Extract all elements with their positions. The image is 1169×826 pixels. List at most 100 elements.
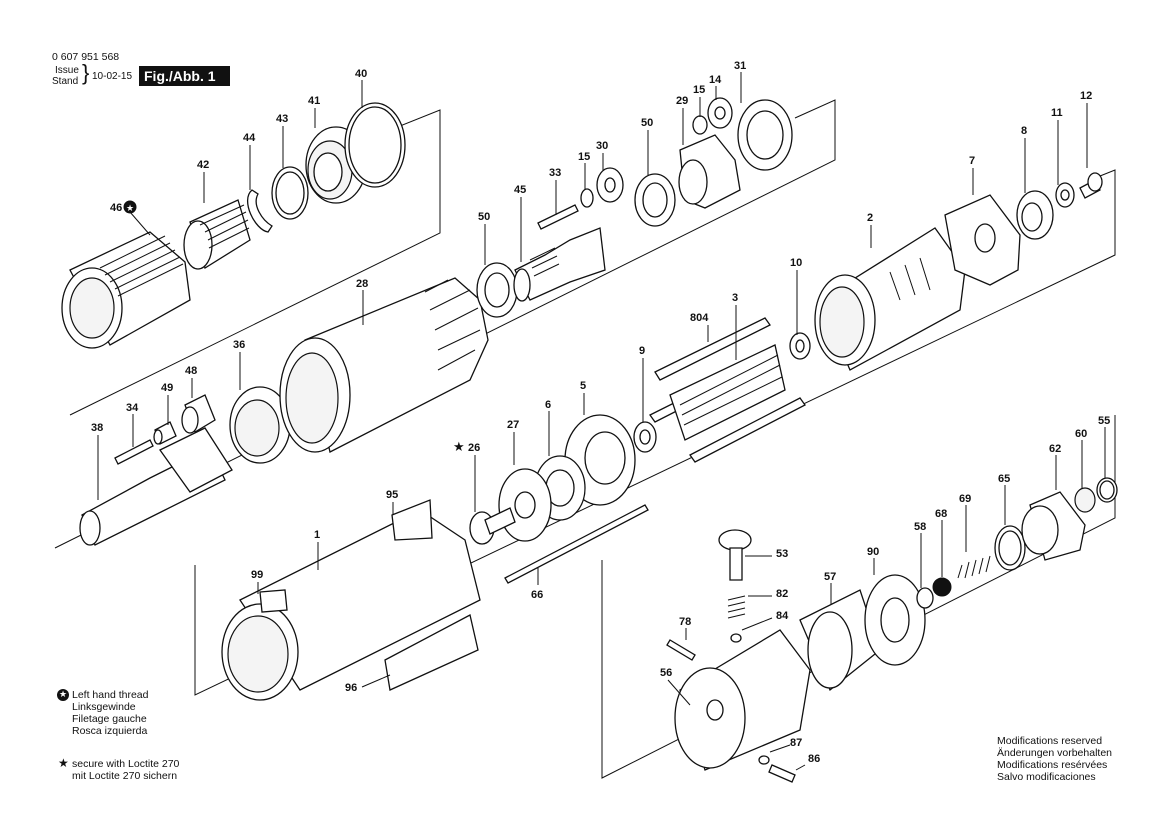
part-27-washer xyxy=(498,468,552,542)
part-7-endplate xyxy=(944,194,1021,286)
brace-glyph: } xyxy=(82,60,90,85)
callout-34: 34 xyxy=(126,402,139,414)
callout-31: 31 xyxy=(734,60,746,72)
part-57-valve-sleeve xyxy=(799,589,881,692)
callout-49: 49 xyxy=(161,382,173,394)
part-65-oring xyxy=(994,525,1026,571)
part-9-washer xyxy=(633,421,657,453)
part-30-gear xyxy=(596,167,624,203)
callout-2: 2 xyxy=(867,212,873,224)
callout-78: 78 xyxy=(679,616,691,628)
callout-29: 29 xyxy=(676,95,688,107)
part-50-washer-b xyxy=(634,173,676,227)
part-2-cylinder xyxy=(814,227,966,371)
part-43-oring xyxy=(271,166,309,220)
loctite-star-marker: ★ xyxy=(453,440,465,455)
legend-lh-fr: Filetage gauche xyxy=(72,713,147,725)
callout-68: 68 xyxy=(935,508,947,520)
svg-text:★: ★ xyxy=(126,204,134,214)
callout-50b: 50 xyxy=(641,117,653,129)
callout-46: 46 xyxy=(110,202,122,214)
part-12-screw xyxy=(1079,172,1103,199)
part-41-ball-bearing xyxy=(305,126,367,204)
part-26-gear xyxy=(469,507,516,545)
loctite-legend: secure with Loctite 270 mit Loctite 270 … xyxy=(72,758,179,782)
part-10-washer xyxy=(789,332,811,360)
modifications-notice: Modifications reserved Änderungen vorbeh… xyxy=(997,735,1112,783)
callout-95: 95 xyxy=(386,489,398,501)
callout-9: 9 xyxy=(639,345,645,357)
part-62-plug xyxy=(1021,491,1086,561)
leader-lines xyxy=(97,72,1106,771)
legend-loctite-de: mit Loctite 270 sichern xyxy=(72,770,178,782)
issue-date: 10-02-15 xyxy=(92,71,133,82)
callout-41: 41 xyxy=(308,95,320,107)
part-82-spring xyxy=(727,595,746,619)
part-1-housing xyxy=(221,509,481,701)
callout-62: 62 xyxy=(1049,443,1061,455)
callout-12: 12 xyxy=(1080,90,1092,102)
callout-96: 96 xyxy=(345,682,357,694)
callout-84: 84 xyxy=(776,610,789,622)
part-45-planet-carrier xyxy=(513,227,606,302)
part-46-threaded-nut xyxy=(61,231,191,349)
part-48-gear xyxy=(181,394,216,434)
callout-15a: 15 xyxy=(578,151,590,163)
part-8-bearing xyxy=(1016,190,1054,240)
callout-90: 90 xyxy=(867,546,879,558)
figure-label: Fig./Abb. 1 xyxy=(139,66,230,86)
left-hand-thread-marker: ★ xyxy=(123,200,137,214)
svg-text:★: ★ xyxy=(453,440,465,455)
callout-50a: 50 xyxy=(478,211,490,223)
callout-56: 56 xyxy=(660,667,672,679)
legend-lh-en: Left hand thread xyxy=(72,689,149,701)
callout-804: 804 xyxy=(690,312,709,324)
callout-27: 27 xyxy=(507,419,519,431)
callout-58: 58 xyxy=(914,521,926,533)
callout-33: 33 xyxy=(549,167,561,179)
callout-42: 42 xyxy=(197,159,209,171)
part-99-label xyxy=(259,589,288,613)
callout-45: 45 xyxy=(514,184,526,196)
callout-30: 30 xyxy=(596,140,608,152)
part-42-needle-bearing xyxy=(183,199,251,270)
callout-labels: 40 41 43 44 42 46 28 36 48 49 34 38 50 4… xyxy=(91,60,1110,765)
legend-lh-es: Rosca izquierda xyxy=(72,725,148,737)
callout-69: 69 xyxy=(959,493,971,505)
part-96-label xyxy=(384,614,479,691)
part-55-oring xyxy=(1096,477,1118,503)
callout-60: 60 xyxy=(1075,428,1087,440)
part-28-housing xyxy=(279,277,489,453)
callout-7: 7 xyxy=(969,155,975,167)
left-hand-thread-legend: Left hand thread Linksgewinde Filetage g… xyxy=(72,689,148,737)
legend-lh-de: Linksgewinde xyxy=(72,701,136,713)
callout-57: 57 xyxy=(824,571,836,583)
part-60-screen xyxy=(1074,487,1096,513)
part-31-ring xyxy=(737,99,793,171)
mods-de: Änderungen vorbehalten xyxy=(997,747,1113,759)
callout-6: 6 xyxy=(545,399,551,411)
part-69-spring xyxy=(957,555,991,579)
callout-44: 44 xyxy=(243,132,256,144)
part-56-backhead xyxy=(674,629,811,771)
part-40-oring xyxy=(344,102,406,188)
callout-53: 53 xyxy=(776,548,788,560)
part-90-plate xyxy=(864,574,926,666)
part-66-rod xyxy=(504,504,649,584)
part-95-label xyxy=(391,499,433,541)
stand-label: Stand xyxy=(52,76,79,87)
callout-38: 38 xyxy=(91,422,103,434)
loctite-star-icon: ★ xyxy=(58,756,69,770)
callout-14: 14 xyxy=(709,74,722,86)
mods-en: Modifications reserved xyxy=(997,735,1103,747)
part-14-gear xyxy=(707,97,733,129)
callout-87: 87 xyxy=(790,737,802,749)
callout-36: 36 xyxy=(233,339,245,351)
callout-66: 66 xyxy=(531,589,543,601)
part-50-washer-a xyxy=(476,262,518,318)
part-87-ring xyxy=(758,755,770,765)
part-68-ball xyxy=(932,577,952,597)
part-36-ring xyxy=(229,386,291,464)
callout-11: 11 xyxy=(1051,107,1063,119)
part-11-washer xyxy=(1055,182,1075,208)
